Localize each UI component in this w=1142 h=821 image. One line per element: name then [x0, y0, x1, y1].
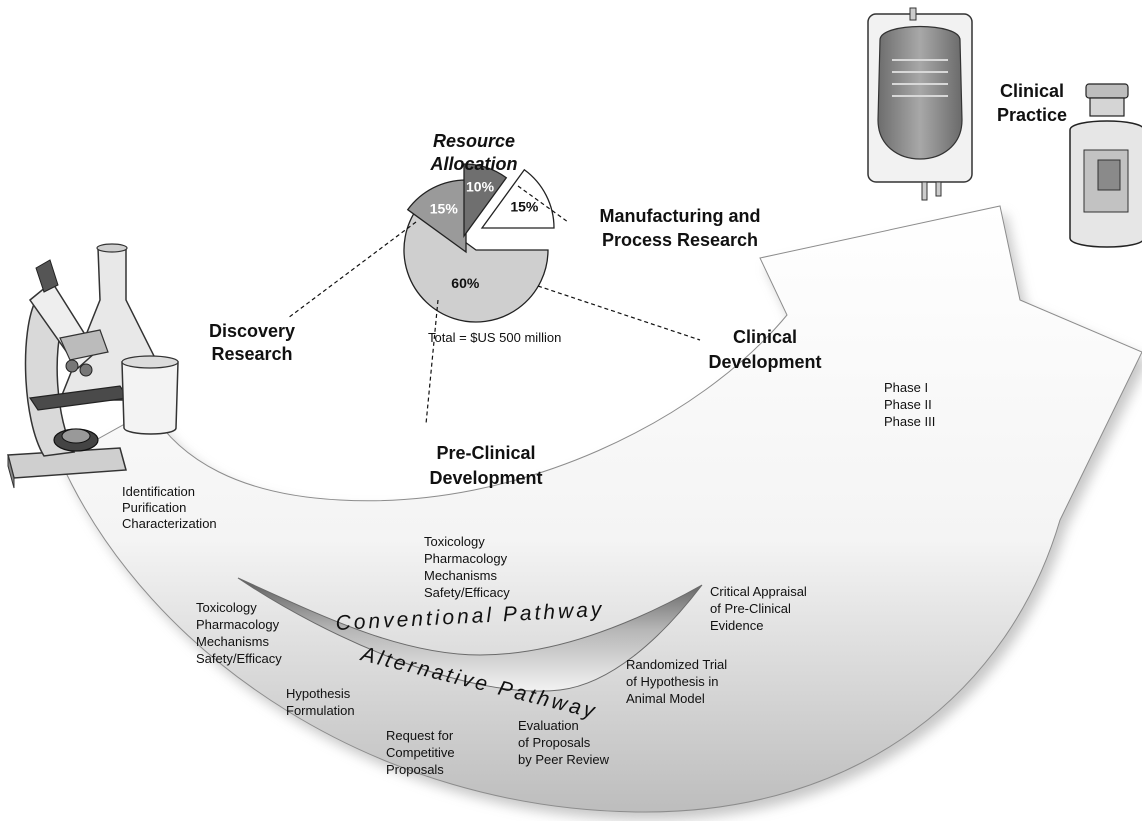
pie-slice-label: 60%	[451, 275, 480, 291]
discovery-task: Purification	[122, 500, 186, 515]
preclinical-heading-2: Development	[429, 468, 542, 488]
step-hypothesis: Hypothesis	[286, 686, 351, 701]
discovery-task: Characterization	[122, 516, 217, 531]
pathway-arrow	[59, 205, 1142, 821]
pie-title-line2: Allocation	[429, 154, 517, 174]
alternative-task: Toxicology	[196, 600, 257, 615]
pie-slice	[463, 163, 508, 239]
alternative-task: Pharmacology	[196, 617, 280, 632]
pie-slice-label: 15%	[430, 200, 459, 216]
preclinical-heading-1: Pre-Clinical	[436, 443, 535, 463]
clinical-practice-heading-2: Practice	[997, 105, 1067, 125]
manufacturing-heading-1: Manufacturing and	[600, 206, 761, 226]
discovery-heading-2: Research	[211, 344, 292, 364]
iv-bag-icon	[867, 7, 973, 201]
step-evaluation: by Peer Review	[518, 752, 610, 767]
step-request: Proposals	[386, 762, 444, 777]
discovery-task: Identification	[122, 484, 195, 499]
step-hypothesis: Formulation	[286, 703, 355, 718]
vial-icon	[1069, 83, 1142, 248]
manufacturing-heading-2: Process Research	[602, 230, 758, 250]
step-appraisal: Critical Appraisal	[710, 584, 807, 599]
clinical-phase: Phase II	[884, 397, 932, 412]
clinical-dev-heading-1: Clinical	[733, 327, 797, 347]
conventional-task: Toxicology	[424, 534, 485, 549]
resource-allocation-pie: 60% 15% 10% 15%	[403, 163, 555, 323]
pie-total: Total = $US 500 million	[428, 330, 561, 345]
conventional-task: Safety/Efficacy	[424, 585, 510, 600]
alternative-task: Safety/Efficacy	[196, 651, 282, 666]
pie-slice	[403, 206, 549, 323]
clinical-phase: Phase III	[884, 414, 935, 429]
clinical-practice-heading-1: Clinical	[1000, 81, 1064, 101]
step-randomized: Randomized Trial	[626, 657, 727, 672]
pathway-bowl	[237, 577, 703, 692]
step-appraisal: of Pre-Clinical	[710, 601, 791, 616]
step-appraisal: Evidence	[710, 618, 763, 633]
alternative-task: Mechanisms	[196, 634, 269, 649]
clinical-dev-heading-2: Development	[708, 352, 821, 372]
step-randomized: Animal Model	[626, 691, 705, 706]
clinical-phase: Phase I	[884, 380, 928, 395]
step-evaluation: of Proposals	[518, 735, 591, 750]
pie-slice-label: 10%	[466, 179, 495, 195]
pie-slice	[480, 168, 555, 229]
conventional-task: Mechanisms	[424, 568, 497, 583]
discovery-heading-1: Discovery	[209, 321, 295, 341]
step-request: Request for	[386, 728, 454, 743]
pie-title-line1: Resource	[433, 131, 515, 151]
step-randomized: of Hypothesis in	[626, 674, 719, 689]
step-request: Competitive	[386, 745, 455, 760]
microscope-icon	[7, 243, 179, 489]
pie-slice-label: 15%	[510, 198, 539, 214]
leader-lines	[287, 185, 701, 425]
step-evaluation: Evaluation	[518, 718, 579, 733]
conventional-task: Pharmacology	[424, 551, 508, 566]
